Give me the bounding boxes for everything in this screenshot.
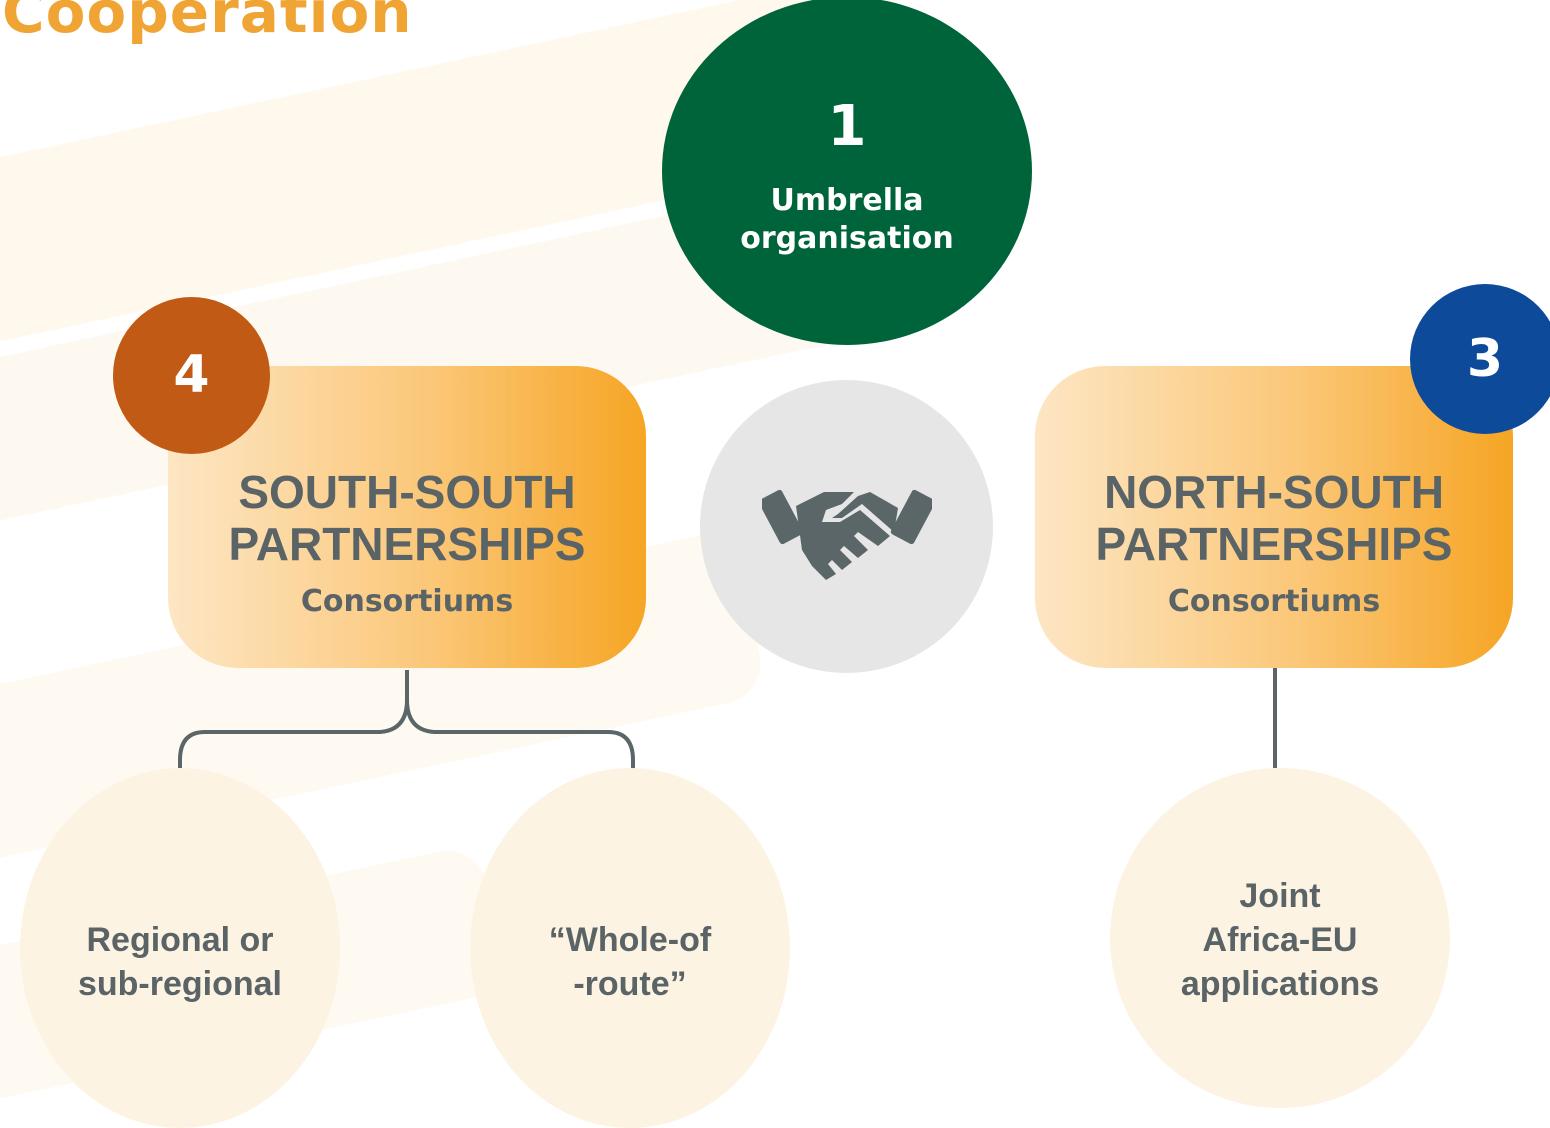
umbrella-label-line2: organisation <box>740 221 954 256</box>
north-south-subheading: Consortiums <box>1167 584 1381 619</box>
umbrella-label-line1: Umbrella <box>770 183 924 218</box>
north-heading-line2: PARTNERSHIPS <box>1095 518 1453 570</box>
joint-africa-eu-node: Joint Africa-EU applications <box>1110 768 1450 1108</box>
regional-line1: Regional or <box>86 921 274 959</box>
umbrella-label: Umbrella organisation <box>662 182 1032 258</box>
whole-of-route-line1: “Whole-of <box>548 921 712 959</box>
south-south-badge: 4 <box>113 297 270 454</box>
handshake-icon <box>762 489 932 580</box>
regional-node: Regional or sub-regional <box>20 768 340 1128</box>
umbrella-organisation-node: 1 Umbrella organisation <box>662 0 1032 345</box>
south-heading-line1: SOUTH-SOUTH <box>238 466 576 518</box>
north-south-badge: 3 <box>1410 284 1550 434</box>
south-heading-line2: PARTNERSHIPS <box>228 518 586 570</box>
south-south-subheading: Consortiums <box>300 584 514 619</box>
north-south-partnerships-box: NORTH-SOUTH PARTNERSHIPS Consortiums <box>1035 366 1513 668</box>
handshake-hub <box>700 380 993 673</box>
joint-line2: Africa-EU <box>1202 921 1358 959</box>
umbrella-number: 1 <box>827 94 867 159</box>
whole-of-route-node: “Whole-of -route” <box>470 768 790 1128</box>
page-title: Cooperation <box>2 0 413 46</box>
whole-of-route-line2: -route” <box>573 965 687 1003</box>
joint-line3: applications <box>1180 965 1380 1003</box>
south-south-partnerships-box: SOUTH-SOUTH PARTNERSHIPS Consortiums <box>168 366 646 668</box>
south-south-heading: SOUTH-SOUTH PARTNERSHIPS <box>168 466 646 570</box>
north-heading-line1: NORTH-SOUTH <box>1104 466 1444 518</box>
north-south-heading: NORTH-SOUTH PARTNERSHIPS <box>1035 466 1513 570</box>
regional-line2: sub-regional <box>77 965 283 1003</box>
joint-line1: Joint <box>1239 877 1321 915</box>
